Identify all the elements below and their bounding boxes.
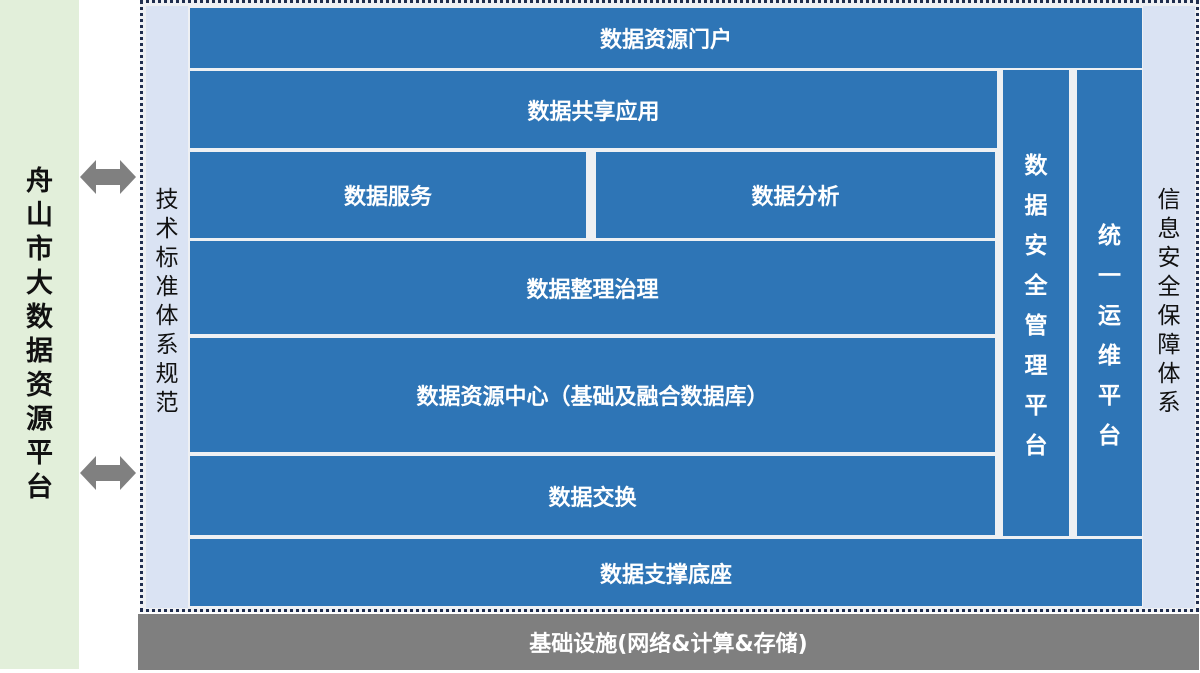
label-char: 体 [1157, 361, 1181, 387]
sharing-app-label: 数据共享应用 [527, 99, 660, 125]
data-analysis-block: 数据分析 [596, 152, 995, 238]
support-base-label: 数据支撑底座 [599, 562, 732, 588]
platform-title-char: 大 [26, 268, 53, 299]
data-governance-label: 数据整理治理 [526, 277, 659, 303]
label-char: 标 [155, 245, 179, 271]
double-arrow-icon [80, 158, 136, 196]
portal-label: 数据资源门户 [599, 28, 732, 53]
platform-title-char: 台 [26, 472, 53, 503]
label-char: 系 [155, 332, 179, 358]
platform-title: 舟 山 市 大 数 据 资 源 平 台 [0, 0, 79, 669]
label-char: 台 [1098, 423, 1121, 449]
info-security-label: 信 息 安 全 保 障 体 系 [1143, 186, 1195, 418]
label-char: 规 [155, 361, 179, 387]
label-char: 息 [1157, 216, 1181, 242]
label-char: 安 [1157, 245, 1181, 271]
platform-title-char: 平 [26, 438, 53, 469]
label-char: 术 [155, 216, 179, 242]
data-exchange-block: 数据交换 [190, 456, 995, 535]
resource-center-label: 数据资源中心（基础及融合数据库） [416, 385, 769, 410]
data-governance-block: 数据整理治理 [190, 241, 995, 334]
label-char: 数 [1024, 153, 1048, 179]
label-char: 准 [155, 274, 179, 300]
platform-title-char: 源 [26, 404, 53, 435]
label-char: 运 [1098, 303, 1121, 329]
label-char: 台 [1024, 433, 1048, 459]
data-service-label: 数据服务 [343, 185, 432, 210]
resource-center-block: 数据资源中心（基础及融合数据库） [190, 338, 995, 452]
label-char: 据 [1024, 193, 1048, 219]
sharing-app-block: 数据共享应用 [190, 71, 997, 148]
platform-title-char: 山 [26, 200, 53, 231]
label-char: 管 [1024, 313, 1048, 339]
label-char: 平 [1098, 383, 1121, 409]
ops-platform-block: 统 一 运 维 平 台 [1077, 70, 1142, 536]
label-char: 安 [1024, 233, 1048, 259]
label-char: 系 [1157, 390, 1181, 416]
tech-standards-label: 技 术 标 准 体 系 规 范 [146, 186, 188, 418]
label-char: 障 [1157, 332, 1181, 358]
label-char: 保 [1157, 303, 1181, 329]
platform-panel: 舟 山 市 大 数 据 资 源 平 台 [0, 0, 79, 669]
label-char: 技 [155, 187, 179, 213]
support-base-block: 数据支撑底座 [190, 539, 1142, 606]
infrastructure-label: 基础设施(网络&计算&存储) [529, 632, 808, 657]
info-security-column: 信 息 安 全 保 障 体 系 [1143, 6, 1195, 608]
label-char: 范 [155, 390, 179, 416]
label-char: 理 [1024, 353, 1048, 379]
platform-title-char: 市 [26, 234, 53, 265]
label-char: 全 [1157, 274, 1181, 300]
label-char: 一 [1098, 263, 1121, 289]
data-analysis-label: 数据分析 [751, 185, 840, 210]
data-service-block: 数据服务 [190, 152, 586, 238]
platform-title-char: 资 [26, 370, 53, 401]
infrastructure-bar: 基础设施(网络&计算&存储) [138, 614, 1199, 670]
label-char: 平 [1024, 393, 1048, 419]
tech-standards-column: 技 术 标 准 体 系 规 范 [146, 6, 188, 608]
data-exchange-label: 数据交换 [548, 485, 637, 511]
security-platform-block: 数 据 安 全 管 理 平 台 [1003, 70, 1069, 536]
portal-block: 数据资源门户 [190, 8, 1142, 68]
platform-title-char: 数 [26, 302, 53, 333]
label-char: 全 [1024, 273, 1048, 299]
label-char: 维 [1098, 343, 1121, 369]
label-char: 体 [155, 303, 179, 329]
platform-title-char: 舟 [26, 166, 53, 197]
double-arrow-icon [80, 454, 136, 492]
label-char: 信 [1157, 187, 1181, 213]
platform-title-char: 据 [26, 336, 53, 367]
label-char: 统 [1098, 223, 1121, 249]
